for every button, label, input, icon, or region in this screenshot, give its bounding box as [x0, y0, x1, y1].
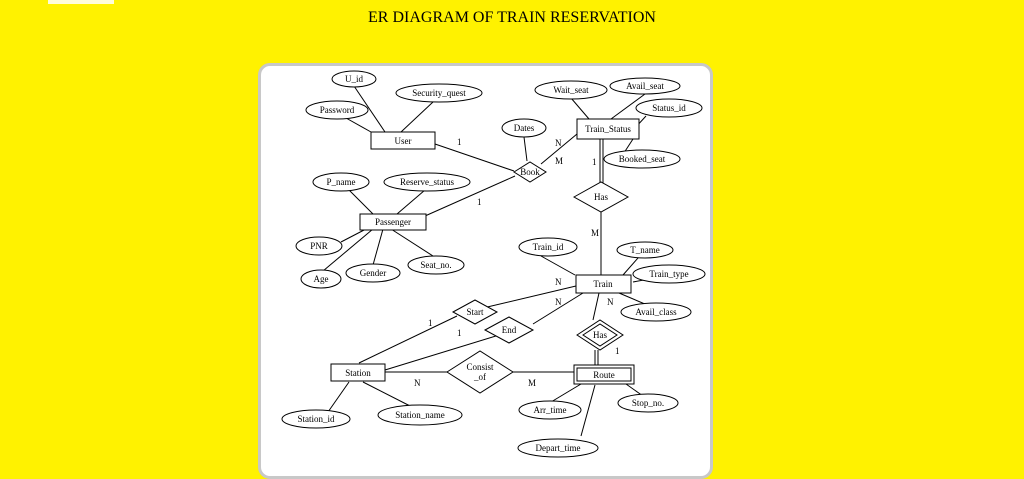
attribute-arr-time-label: Arr_time [534, 405, 567, 415]
attribute-train-id-label: Train_id [533, 242, 564, 252]
attribute-stop-no-label: Stop_no. [632, 398, 664, 408]
cardinality-has-route: 1 [615, 346, 620, 356]
cardinality-end-station: 1 [457, 328, 462, 338]
weak-entity-route-label: Route [593, 370, 615, 380]
cardinality-start-station: 1 [428, 318, 433, 328]
relationship-has-status[interactable]: Has [572, 181, 630, 213]
cardinality-station-consist: N [414, 378, 421, 388]
attribute-t-name-label: T_name [630, 245, 660, 255]
attribute-status-id[interactable]: Status_id [635, 98, 703, 118]
attribute-gender[interactable]: Gender [345, 263, 401, 283]
attribute-p-name-label: P_name [327, 177, 356, 187]
entity-train-status-label: Train_Status [585, 124, 631, 134]
attribute-stop-no[interactable]: Stop_no. [617, 393, 679, 413]
entity-user-label: User [395, 136, 412, 146]
cardinality-has-train: M [591, 228, 599, 238]
entity-train-label: Train [593, 279, 613, 289]
cardinality-train-has: N [607, 297, 614, 307]
cardinality-train-end: N [555, 297, 562, 307]
attribute-avail-seat[interactable]: Avail_seat [609, 77, 681, 95]
relationship-has-route-label: Has [593, 330, 607, 340]
entity-train[interactable]: Train [575, 274, 632, 294]
attribute-station-id-label: Station_id [297, 414, 335, 424]
attribute-wait-seat[interactable]: Wait_seat [534, 80, 608, 100]
er-diagram: User Train_Status Passenger Train Statio… [281, 70, 706, 458]
attribute-train-type[interactable]: Train_type [632, 264, 706, 284]
attribute-security-quest[interactable]: Security_quest [395, 83, 483, 103]
attribute-depart-time-label: Depart_time [536, 443, 581, 453]
attribute-wait-seat-label: Wait_seat [553, 85, 589, 95]
relationship-consist-label: Consist [466, 362, 494, 372]
attribute-password[interactable]: Password [305, 100, 369, 120]
entity-station-label: Station [345, 368, 371, 378]
attribute-age-label: Age [314, 274, 329, 284]
relationship-start-label: Start [467, 307, 484, 317]
attribute-train-id[interactable]: Train_id [518, 237, 578, 257]
entity-user[interactable]: User [370, 131, 436, 150]
attribute-pnr-label: PNR [310, 241, 328, 251]
corner-mark [48, 0, 114, 4]
attribute-station-id[interactable]: Station_id [281, 409, 351, 429]
attribute-train-type-label: Train_type [649, 269, 688, 279]
attribute-reserve-status-label: Reserve_status [400, 177, 454, 187]
attribute-dates[interactable]: Dates [501, 118, 547, 138]
page-title: ER DIAGRAM OF TRAIN RESERVATION [368, 9, 656, 26]
attribute-station-name[interactable]: Station_name [377, 404, 463, 426]
attribute-u-id[interactable]: U_id [331, 70, 377, 88]
identifying-relationship-has-route[interactable]: Has [576, 319, 624, 351]
cardinality-labels: 1 N M 1 1 M N N N 1 1 1 N M [414, 137, 620, 388]
relationship-has-status-label: Has [594, 192, 608, 202]
attribute-booked-seat[interactable]: Booked_seat [603, 149, 681, 169]
relationship-consist-of[interactable]: Consist _of [446, 350, 514, 394]
attribute-arr-time[interactable]: Arr_time [518, 400, 582, 420]
attribute-status-id-label: Status_id [652, 103, 686, 113]
attribute-pnr[interactable]: PNR [295, 236, 343, 256]
relationship-end[interactable]: End [483, 316, 535, 344]
attribute-reserve-status[interactable]: Reserve_status [383, 172, 471, 192]
relationship-book[interactable]: Book [513, 161, 547, 183]
attribute-age[interactable]: Age [300, 269, 342, 289]
relationship-start[interactable]: Start [451, 299, 499, 325]
cardinality-consist-route: M [528, 378, 536, 388]
attribute-t-name[interactable]: T_name [616, 241, 674, 259]
entity-station[interactable]: Station [330, 363, 386, 382]
attribute-avail-class[interactable]: Avail_class [620, 302, 692, 322]
cardinality-status-book: N [555, 138, 562, 148]
relationship-consist-of-label: _of [473, 372, 486, 382]
attribute-password-label: Password [320, 105, 355, 115]
attribute-depart-time[interactable]: Depart_time [517, 438, 599, 458]
attribute-dates-label: Dates [514, 123, 535, 133]
attribute-p-name[interactable]: P_name [312, 172, 370, 192]
entity-passenger-label: Passenger [375, 217, 411, 227]
cardinality-status-has: 1 [592, 157, 597, 167]
attribute-seat-no[interactable]: Seat_no. [407, 255, 465, 275]
attribute-avail-seat-label: Avail_seat [626, 81, 664, 91]
cardinality-user-book: 1 [457, 137, 462, 147]
weak-entity-route[interactable]: Route [573, 364, 635, 385]
attribute-u-id-label: U_id [345, 74, 364, 84]
attribute-avail-class-label: Avail_class [635, 307, 677, 317]
entity-passenger[interactable]: Passenger [359, 213, 427, 231]
attribute-gender-label: Gender [360, 268, 387, 278]
attribute-booked-seat-label: Booked_seat [619, 154, 666, 164]
entity-train-status[interactable]: Train_Status [576, 118, 640, 140]
cardinality-train-start: N [555, 277, 562, 287]
connector-lines [322, 85, 677, 437]
cardinality-book-m: M [555, 156, 563, 166]
cardinality-passenger-book: 1 [477, 197, 482, 207]
relationship-end-label: End [502, 325, 517, 335]
er-diagram-panel: User Train_Status Passenger Train Statio… [258, 63, 713, 479]
attribute-seat-no-label: Seat_no. [420, 260, 451, 270]
attribute-station-name-label: Station_name [395, 410, 445, 420]
relationship-book-label: Book [520, 167, 540, 177]
attribute-security-quest-label: Security_quest [412, 88, 466, 98]
